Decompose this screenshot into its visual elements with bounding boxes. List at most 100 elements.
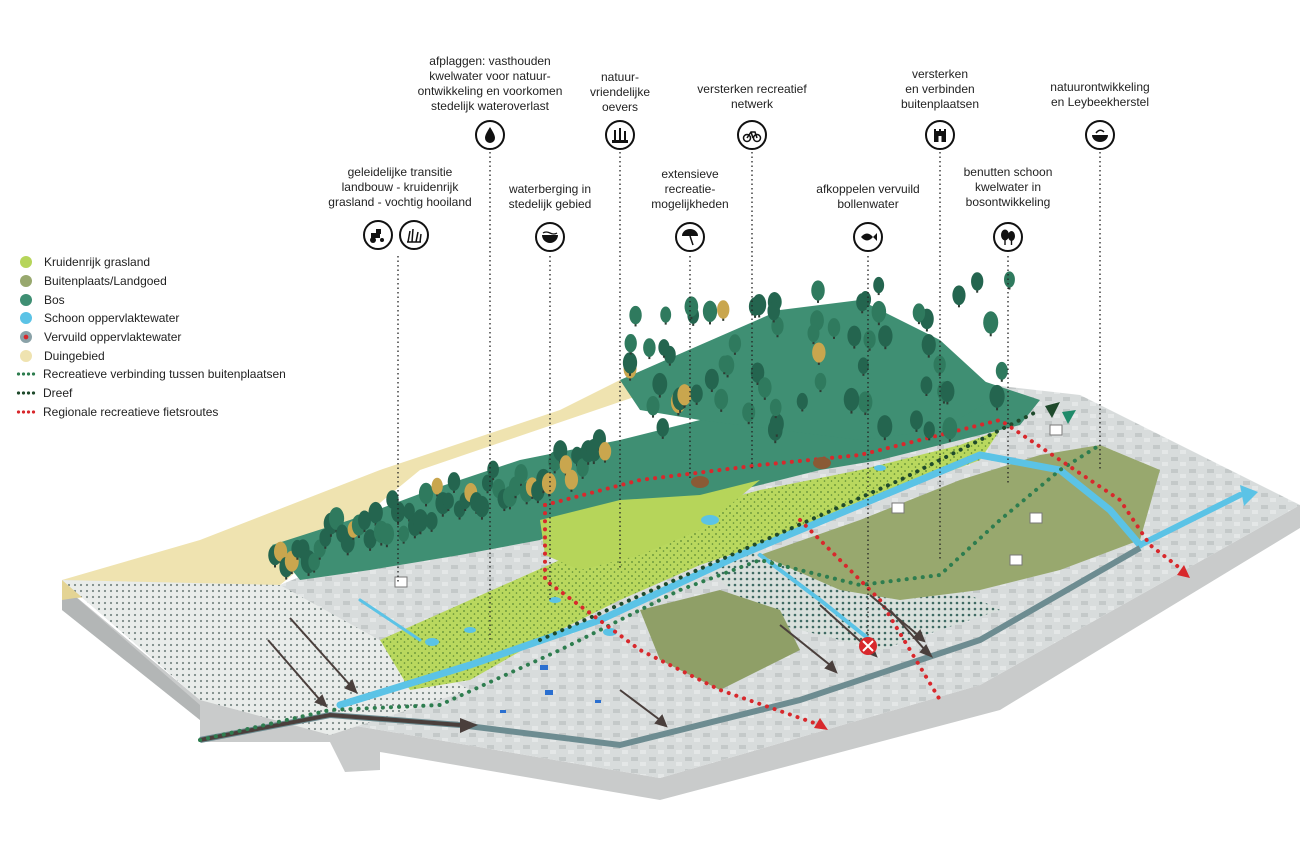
tree <box>431 477 443 497</box>
annotation-oevers: natuur- vriendelijke oevers <box>589 70 651 114</box>
tree <box>418 482 434 507</box>
tree <box>750 362 765 385</box>
tree <box>412 509 428 535</box>
tree <box>677 384 692 408</box>
tree <box>564 469 579 492</box>
tree <box>952 285 966 308</box>
tree <box>447 472 461 493</box>
tree <box>718 355 730 375</box>
clean-water <box>336 451 1258 709</box>
legend-dots <box>16 409 36 414</box>
tree <box>742 402 756 425</box>
tree <box>646 396 660 418</box>
legend-item: Regionale recreatieve fietsroutes <box>16 403 286 422</box>
legend-label: Vervuild oppervlaktewater <box>44 330 182 345</box>
leader-lines <box>397 152 1101 640</box>
tree <box>684 296 699 320</box>
tree-icon <box>993 222 1023 252</box>
slab-sides <box>62 505 1300 800</box>
route-fietsroutes <box>543 417 1190 730</box>
tree <box>363 529 377 551</box>
annotation-buitenplaatsen: versterken en verbinden buitenplaatsen <box>900 67 980 111</box>
legend-swatch <box>20 331 32 344</box>
tree <box>598 441 612 463</box>
tree <box>622 352 638 376</box>
tree <box>920 376 933 396</box>
reeds-icon <box>605 120 635 150</box>
tree <box>474 495 490 520</box>
tree <box>425 512 438 532</box>
tree <box>487 460 499 481</box>
tree <box>812 342 826 365</box>
tree <box>702 300 718 325</box>
castle-icon <box>925 120 955 150</box>
buildings <box>394 424 1063 588</box>
tree <box>769 398 782 419</box>
tree <box>656 418 669 439</box>
tree <box>643 338 656 360</box>
tree <box>714 388 729 412</box>
tree <box>971 272 984 293</box>
tree <box>514 464 528 487</box>
annotation-waterberging: waterberging in stedelijk gebied <box>508 182 592 211</box>
annotation-afplaggen: afplaggen: vasthouden kwelwater voor nat… <box>417 54 563 113</box>
tree <box>827 318 841 339</box>
tree <box>629 305 642 327</box>
tree <box>403 502 415 522</box>
legend-label: Duingebied <box>44 348 105 363</box>
tree <box>796 392 808 412</box>
legend-item: Dreef <box>16 384 286 403</box>
tree <box>847 325 862 349</box>
legend-label: Bos <box>44 292 65 307</box>
tree <box>391 501 406 525</box>
tree <box>541 472 557 497</box>
legend-swatch <box>20 293 32 306</box>
legend-dots <box>16 372 36 377</box>
tree <box>1004 271 1015 290</box>
tree <box>995 361 1008 382</box>
tree <box>758 377 772 400</box>
tree <box>658 339 670 358</box>
tree <box>807 324 820 345</box>
tree <box>811 280 825 303</box>
parasol-icon <box>675 222 705 252</box>
estate-land <box>640 445 1160 690</box>
water-basin-icon <box>535 222 565 252</box>
grassland <box>380 430 1000 690</box>
annotation-kwelwater: benutten schoon kwelwater in bosontwikke… <box>963 165 1053 209</box>
legend-label: Buitenplaats/Landgoed <box>44 274 167 289</box>
polluted-marker <box>859 637 877 655</box>
tree <box>690 384 703 405</box>
tree <box>660 306 672 325</box>
annotation-afkoppelen: afkoppelen vervuild bollenwater <box>816 182 920 211</box>
legend-item: Vervuild oppervlaktewater <box>20 328 286 347</box>
huts <box>691 457 831 488</box>
legend-label: Recreatieve verbinding tussen buitenplaa… <box>43 367 286 382</box>
legend-label: Regionale recreatieve fietsroutes <box>43 404 219 419</box>
tree <box>728 334 742 355</box>
legend-swatch <box>20 349 32 362</box>
tree <box>769 413 784 437</box>
legend-swatch <box>20 256 32 269</box>
tree <box>942 417 958 442</box>
tree <box>624 333 637 355</box>
tree <box>989 384 1005 411</box>
tree <box>923 421 935 441</box>
tree <box>857 357 869 376</box>
fish-icon <box>853 222 883 252</box>
tree <box>983 311 999 337</box>
legend-item: Kruidenrijk grasland <box>20 253 286 272</box>
tree <box>873 276 885 296</box>
tree <box>877 415 893 441</box>
grass-icon <box>399 220 429 250</box>
legend: Kruidenrijk grasland Buitenplaats/Landgo… <box>16 253 286 422</box>
tree <box>814 372 827 393</box>
annotation-extensieve: extensieve recreatie- mogelijkheden <box>651 167 729 211</box>
tree <box>704 368 719 393</box>
annotation-transitie: geleidelijke transitie landbouw - kruide… <box>328 165 472 209</box>
legend-item: Recreatieve verbinding tussen buitenplaa… <box>16 365 286 384</box>
tree <box>481 474 494 494</box>
water-drop-icon <box>475 120 505 150</box>
tree <box>328 507 345 533</box>
